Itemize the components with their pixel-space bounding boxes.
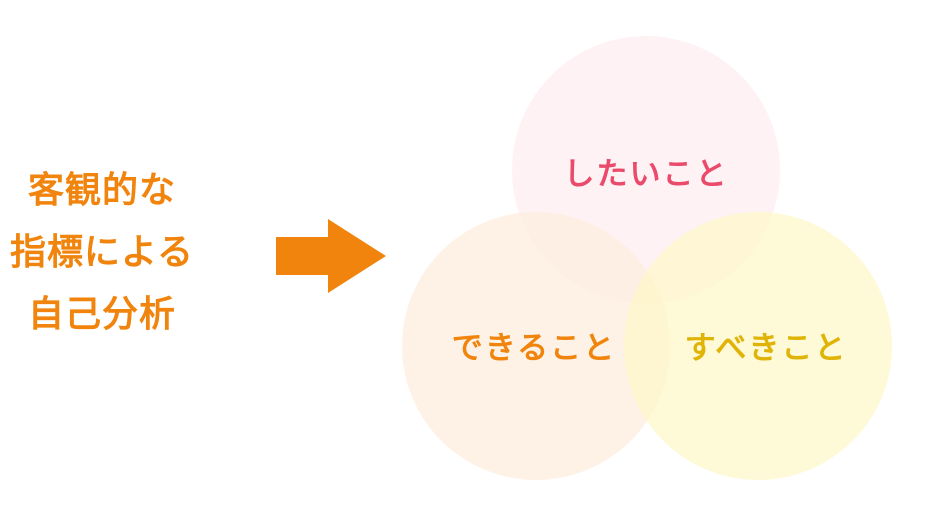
venn-label-should: すべきこと <box>685 331 848 367</box>
left-title: 客観的な 指標による 自己分析 <box>0 160 204 346</box>
venn-circle-can <box>402 212 670 480</box>
venn-circle-should <box>624 212 892 480</box>
title-line-1: 客観的な <box>27 170 176 211</box>
title-line-3: 自己分析 <box>27 294 176 335</box>
venn-label-can: できること <box>452 331 616 367</box>
title-line-2: 指標による <box>10 232 194 273</box>
right-arrow-shape <box>276 219 386 293</box>
venn-label-want: したいこと <box>564 157 729 193</box>
right-arrow-icon <box>276 219 386 293</box>
